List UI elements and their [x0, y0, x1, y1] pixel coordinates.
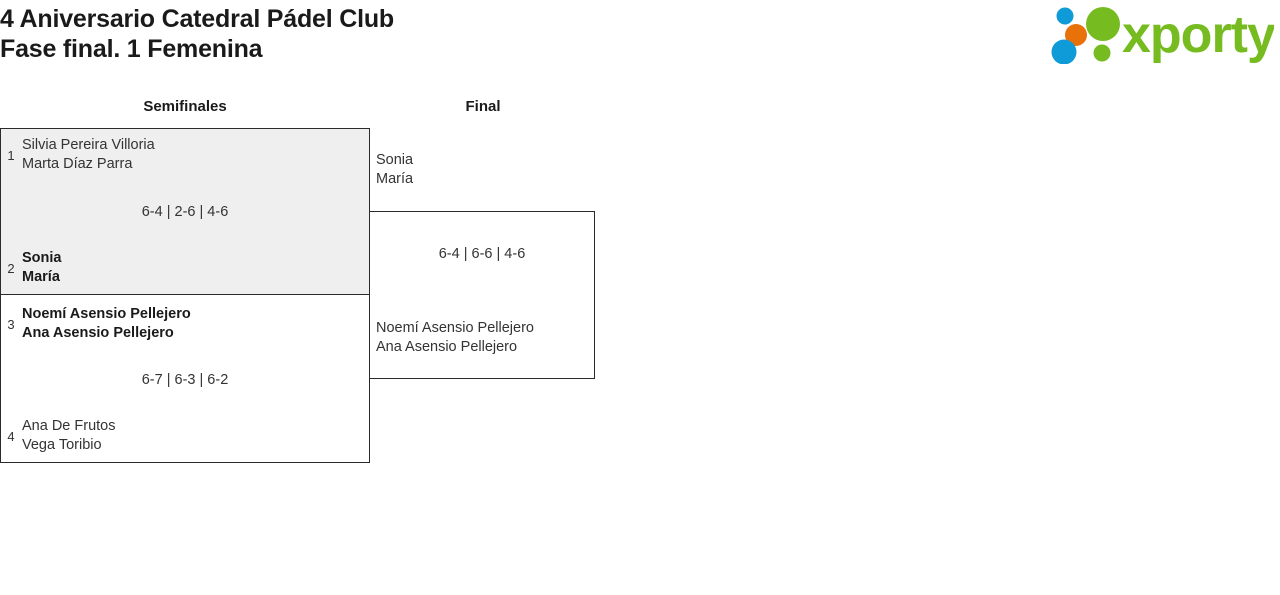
logo-dot-green-large [1086, 7, 1120, 41]
match-box-semifinal-2[interactable] [0, 295, 370, 463]
round-header-final: Final [465, 98, 501, 115]
player-name: María [376, 171, 414, 187]
round-header-semifinals: Semifinales [143, 98, 227, 115]
match-score-final: 6-4 | 6-6 | 4-6 [438, 246, 526, 262]
player-name: Marta Díaz Parra [22, 156, 133, 172]
match-score-semifinal-1: 6-4 | 2-6 | 4-6 [141, 204, 229, 220]
team-final-top[interactable]: Sonia María [376, 151, 413, 189]
page-title: 4 Aniversario Catedral Pádel Club Fase f… [0, 0, 900, 64]
tournament-phase: Fase final. 1 Femenina [0, 35, 263, 63]
match-box-semifinal-1[interactable] [0, 128, 370, 295]
player-name: Ana De Frutos [22, 418, 116, 434]
player-name: Vega Toribio [22, 437, 102, 453]
team-players: Silvia Pereira Villoria Marta Díaz Parra [22, 136, 155, 174]
logo-dot-blue-small [1056, 7, 1074, 25]
team-players: Noemí Asensio Pellejero Ana Asensio Pell… [376, 319, 534, 357]
seed-number: 1 [7, 147, 15, 163]
logo-dot-orange [1065, 24, 1087, 46]
team-semifinal-1-top[interactable]: 1 Silvia Pereira Villoria Marta Díaz Par… [0, 136, 155, 174]
xporty-logo: xporty [1048, 2, 1274, 64]
player-name: Noemí Asensio Pellejero [376, 320, 534, 336]
match-box-final[interactable] [369, 211, 595, 379]
team-final-bottom[interactable]: Noemí Asensio Pellejero Ana Asensio Pell… [376, 319, 534, 357]
tournament-name: 4 Aniversario Catedral Pádel Club [0, 5, 394, 33]
team-players: Sonia María [22, 249, 61, 287]
team-semifinal-2-top[interactable]: 3 Noemí Asensio Pellejero Ana Asensio Pe… [0, 305, 191, 343]
logo-dot-blue-large [1051, 39, 1077, 64]
team-semifinal-2-bottom[interactable]: 4 Ana De Frutos Vega Toribio [0, 417, 116, 455]
player-name: Sonia [22, 250, 62, 266]
player-name: Noemí Asensio Pellejero [22, 306, 191, 322]
team-players: Noemí Asensio Pellejero Ana Asensio Pell… [22, 305, 191, 343]
seed-number: 2 [7, 260, 15, 276]
seed-number: 3 [7, 316, 15, 332]
logo-wordmark: xporty [1122, 6, 1274, 64]
player-name: Ana Asensio Pellejero [22, 325, 174, 341]
team-players: Sonia María [376, 151, 413, 189]
team-players: Ana De Frutos Vega Toribio [22, 417, 116, 455]
player-name: Ana Asensio Pellejero [376, 339, 518, 355]
seed-number: 4 [7, 428, 15, 444]
team-semifinal-1-bottom[interactable]: 2 Sonia María [0, 249, 61, 287]
player-name: Silvia Pereira Villoria [22, 137, 155, 153]
player-name: Sonia [376, 152, 414, 168]
logo-dot-green-small [1093, 44, 1111, 62]
match-score-semifinal-2: 6-7 | 6-3 | 6-2 [141, 372, 229, 388]
player-name: María [22, 269, 60, 285]
